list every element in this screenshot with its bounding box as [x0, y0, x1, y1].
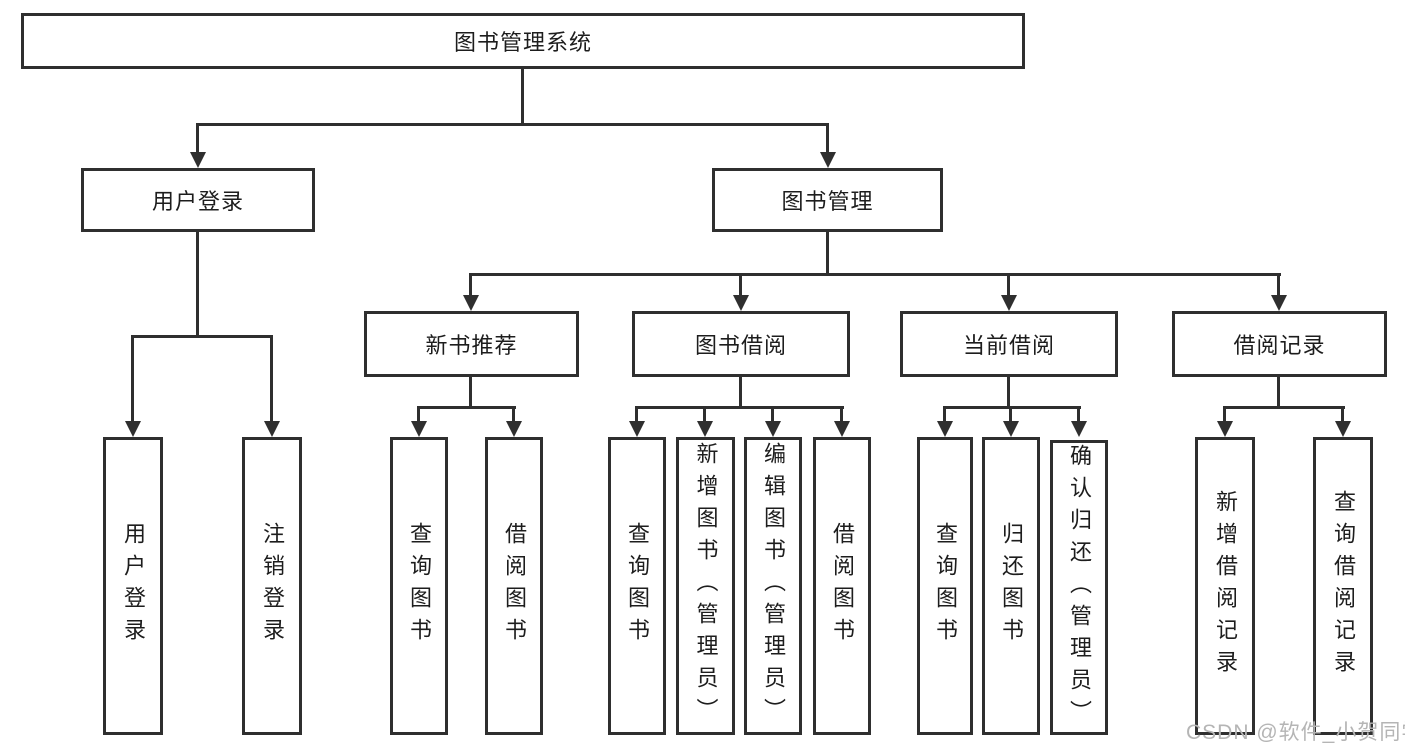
arrowhead-icon	[820, 152, 836, 168]
node-user-login: 用户登录	[81, 168, 315, 232]
arrowhead-icon	[190, 152, 206, 168]
connector-login-bus	[131, 335, 273, 338]
node-new-book-recommend: 新书推荐	[364, 311, 579, 377]
arrowhead-icon	[1071, 421, 1087, 437]
node-book-management: 图书管理	[712, 168, 943, 232]
arrowhead-icon	[125, 421, 141, 437]
leaf-user-login-label: 用户登录	[121, 522, 146, 650]
arrowhead-icon	[765, 421, 781, 437]
node-current-borrow: 当前借阅	[900, 311, 1118, 377]
leaf-recommend-borrow-book-label: 借阅图书	[502, 522, 527, 650]
leaf-current-return-book: 归还图书	[982, 437, 1040, 735]
connector-root-stem	[521, 69, 524, 125]
arrowhead-icon	[629, 421, 645, 437]
connector-leaf-stem	[840, 409, 843, 422]
connector-recommend-down	[469, 377, 472, 409]
csdn-watermark: CSDN @软件_小贺同学	[1186, 721, 1405, 744]
arrowhead-icon	[1335, 421, 1351, 437]
leaf-recommend-query-book-label: 查询图书	[407, 522, 432, 650]
leaf-recommend-query-book: 查询图书	[390, 437, 448, 735]
node-book-borrow: 图书借阅	[632, 311, 850, 377]
leaf-borrow-borrow-book: 借阅图书	[813, 437, 871, 735]
arrowhead-icon	[463, 295, 479, 311]
leaf-record-query-record-label: 查询借阅记录	[1331, 490, 1356, 682]
arrowhead-icon	[264, 421, 280, 437]
connector-leaf-stem	[1009, 409, 1012, 422]
node-new-book-recommend-label: 新书推荐	[425, 333, 518, 358]
leaf-borrow-edit-book-admin: 编辑图书（管理员）	[744, 437, 802, 735]
leaf-record-add-record: 新增借阅记录	[1195, 437, 1255, 735]
connector-current-down	[1007, 377, 1010, 409]
node-root: 图书管理系统	[21, 13, 1025, 69]
connector-current-bus	[943, 406, 1081, 409]
connector-leaf-stem	[1077, 409, 1080, 422]
connector-management-stem	[826, 232, 829, 275]
connector-leaf-stem	[943, 409, 946, 422]
leaf-borrow-edit-book-admin-label: 编辑图书（管理员）	[761, 442, 786, 730]
leaf-logout: 注销登录	[242, 437, 302, 735]
connector-book-management-stem	[826, 126, 829, 154]
leaf-current-return-book-label: 归还图书	[999, 522, 1024, 650]
connector-record-stem	[1277, 276, 1280, 295]
node-user-login-label: 用户登录	[151, 189, 244, 214]
leaf-borrow-add-book-admin: 新增图书（管理员）	[676, 437, 735, 735]
leaf-current-confirm-return-admin-label: 确认归还（管理员）	[1067, 443, 1092, 732]
connector-login-stem	[196, 232, 199, 336]
node-borrow-record-label: 借阅记录	[1233, 333, 1326, 358]
arrowhead-icon	[733, 295, 749, 311]
connector-record-down	[1277, 377, 1280, 409]
leaf-current-confirm-return-admin: 确认归还（管理员）	[1050, 440, 1108, 735]
arrowhead-icon	[937, 421, 953, 437]
leaf-logout-label: 注销登录	[260, 522, 285, 650]
connector-user-login-stem	[196, 126, 199, 154]
leaf-current-query-book-label: 查询图书	[933, 522, 958, 650]
connector-leaf-stem	[1341, 409, 1344, 422]
arrowhead-icon	[697, 421, 713, 437]
connector-recommend-stem	[469, 276, 472, 295]
arrowhead-icon	[506, 421, 522, 437]
node-root-label: 图书管理系统	[453, 30, 592, 55]
connector-borrow-down	[739, 377, 742, 409]
connector-leaf-stem	[1223, 409, 1226, 422]
arrowhead-icon	[1217, 421, 1233, 437]
arrowhead-icon	[411, 421, 427, 437]
connector-level3-bus	[469, 273, 1281, 276]
node-borrow-record: 借阅记录	[1172, 311, 1387, 377]
connector-leaf-stem	[417, 409, 420, 422]
leaf-record-add-record-label: 新增借阅记录	[1213, 490, 1238, 682]
leaf-recommend-borrow-book: 借阅图书	[485, 437, 543, 735]
connector-leaf-stem	[635, 409, 638, 422]
connector-leaf-stem	[512, 409, 515, 422]
node-book-management-label: 图书管理	[781, 189, 874, 214]
arrowhead-icon	[1271, 295, 1287, 311]
connector-level2-bus	[196, 123, 829, 126]
leaf-user-login: 用户登录	[103, 437, 163, 735]
connector-borrow-stem	[739, 276, 742, 295]
connector-leaf-stem	[771, 409, 774, 422]
leaf-borrow-add-book-admin-label: 新增图书（管理员）	[693, 442, 719, 730]
leaf-current-query-book: 查询图书	[917, 437, 973, 735]
connector-record-bus	[1223, 406, 1345, 409]
connector-borrow-bus	[635, 406, 844, 409]
node-current-borrow-label: 当前借阅	[962, 333, 1055, 358]
leaf-borrow-query-book-label: 查询图书	[625, 522, 650, 650]
connector-current-stem	[1007, 276, 1010, 295]
arrowhead-icon	[834, 421, 850, 437]
connector-leaf-stem	[131, 338, 134, 421]
leaf-borrow-query-book: 查询图书	[608, 437, 666, 735]
node-book-borrow-label: 图书借阅	[694, 333, 787, 358]
connector-leaf-stem	[703, 409, 706, 422]
connector-recommend-bus	[417, 406, 516, 409]
connector-leaf-stem	[270, 338, 273, 421]
arrowhead-icon	[1003, 421, 1019, 437]
leaf-record-query-record: 查询借阅记录	[1313, 437, 1373, 735]
arrowhead-icon	[1001, 295, 1017, 311]
leaf-borrow-borrow-book-label: 借阅图书	[830, 522, 855, 650]
